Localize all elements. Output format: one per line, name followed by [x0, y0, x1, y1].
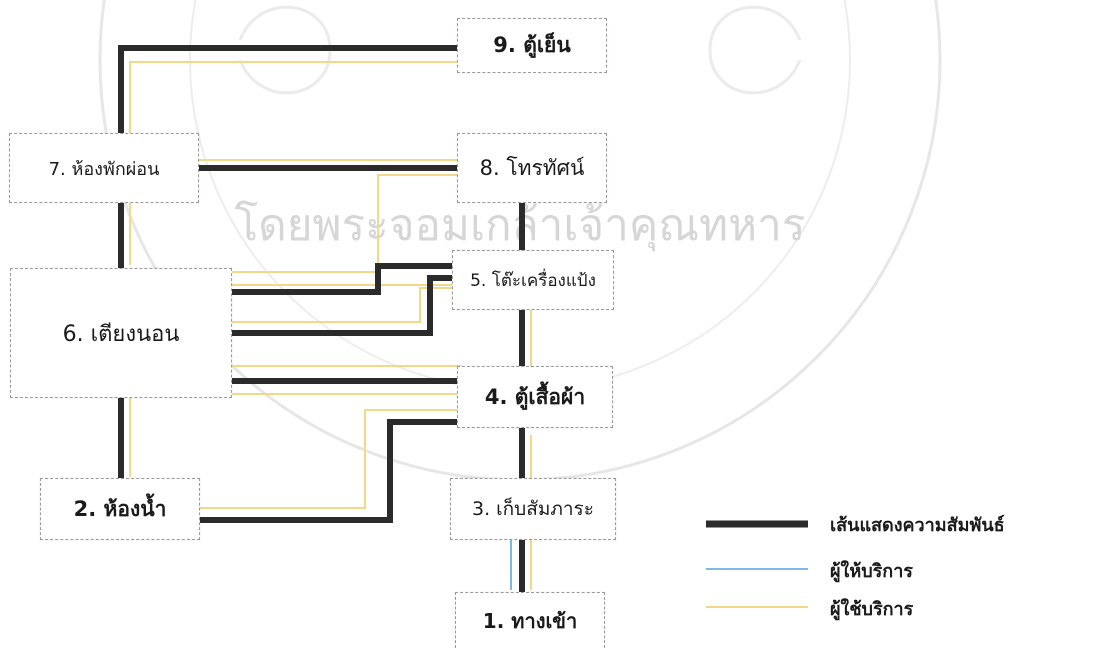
- yellow-path-2-4: [200, 409, 462, 509]
- yellow-path-6-8: [232, 174, 462, 273]
- legend-label-relationship: เส้นแสดงความสัมพันธ์: [830, 515, 1005, 536]
- service-user-paths: [129, 61, 532, 590]
- node-luggage-storage: 3. เก็บสัมภาระ: [450, 478, 616, 540]
- node-lounge-room: 7. ห้องพักผ่อน: [9, 133, 199, 203]
- node-refrigerator: 9. ตู้เย็น: [457, 18, 607, 73]
- node-television: 8. โทรทัศน์: [457, 133, 607, 203]
- legend-label-service-user: ผู้ใช้บริการ: [830, 599, 914, 620]
- node-dressing-table: 5. โต๊ะเครื่องแป้ง: [452, 250, 614, 310]
- dark-path-2-4: [200, 419, 458, 523]
- yellow-path-6-5b: [232, 287, 455, 323]
- node-entrance: 1. ทางเข้า: [455, 592, 605, 648]
- dark-path-6-5b: [232, 275, 458, 336]
- legend-label-service-provider: ผู้ให้บริการ: [830, 561, 913, 582]
- node-wardrobe: 4. ตู้เสื้อผ้า: [457, 366, 613, 428]
- node-bathroom: 2. ห้องน้ำ: [40, 478, 200, 540]
- dark-path-6-5a: [232, 263, 458, 295]
- node-bed: 6. เตียงนอน: [10, 268, 232, 398]
